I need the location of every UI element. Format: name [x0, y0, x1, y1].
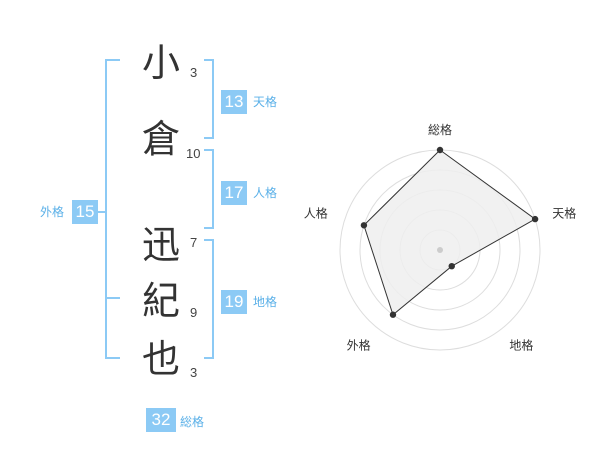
radar-series-area: [363, 149, 537, 316]
chikaku-label: 地格: [253, 295, 278, 309]
jinkaku-bracket: [204, 149, 214, 229]
radar-axis-label-0: 総格: [428, 122, 452, 137]
radar-point-2: [448, 262, 455, 270]
name-char-5: 也: [141, 337, 180, 381]
tenkaku-bracket: [204, 59, 214, 139]
jinkaku-label: 人格: [253, 186, 278, 200]
chikaku-bracket: [204, 239, 214, 359]
name-char-1: 小: [141, 41, 180, 85]
stroke-count-3: 7: [190, 235, 198, 250]
gaikaku-bracket: [105, 59, 120, 359]
stroke-count-4: 9: [190, 305, 198, 320]
gaikaku-badge: 15: [72, 200, 98, 224]
tenkaku-label: 天格: [253, 95, 278, 109]
radar-point-3: [389, 311, 397, 318]
chikaku-badge: 19: [221, 290, 247, 314]
radar-point-0: [436, 146, 444, 154]
radar-point-1: [531, 215, 539, 223]
name-char-3: 迅: [141, 223, 180, 267]
radar-point-4: [360, 222, 368, 229]
name-char-2: 倉: [141, 117, 180, 161]
tenkaku-badge: 13: [221, 90, 247, 114]
soukaku-badge: 32: [146, 408, 176, 432]
radar-center-dot: [437, 247, 443, 253]
stroke-count-1: 3: [190, 65, 198, 80]
soukaku-label: 総格: [180, 415, 205, 429]
gaikaku-label: 外格: [40, 205, 65, 219]
radar-axis-label-3: 外格: [347, 337, 371, 352]
radar-axis-label-1: 天格: [552, 206, 576, 221]
stroke-count-2: 10: [186, 146, 201, 161]
stroke-count-5: 3: [190, 365, 198, 380]
radar-axis-label-2: 地格: [509, 337, 533, 352]
name-char-4: 紀: [141, 279, 180, 323]
jinkaku-badge: 17: [221, 181, 247, 205]
radar-axis-label-4: 人格: [304, 206, 328, 221]
